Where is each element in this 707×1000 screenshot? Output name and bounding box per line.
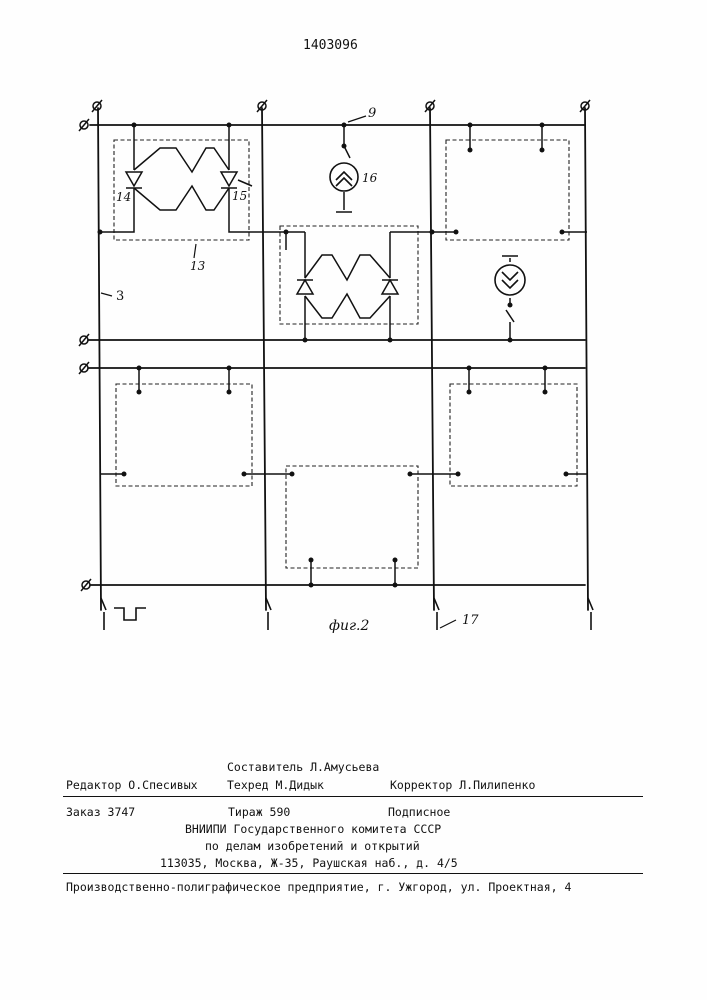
terminal-left-1	[79, 119, 89, 131]
subscription: Подписное	[388, 805, 450, 819]
junction-dots	[98, 123, 569, 588]
label-16: 16	[362, 171, 378, 185]
circuit-diagram: 3 9 13 14 15 16 17	[0, 0, 707, 700]
editor: Редактор О.Спесивых	[66, 778, 198, 792]
terminal-top-1	[92, 100, 102, 112]
printer-line: Производственно-полиграфическое предприя…	[66, 880, 571, 894]
pulse-signal-icon	[114, 608, 146, 620]
led-center-right-icon	[382, 280, 398, 294]
divider-bottom	[63, 873, 643, 874]
led-15-icon	[221, 172, 252, 188]
vertical-bus-3	[430, 108, 434, 610]
divider-top	[63, 796, 643, 797]
vertical-bus-2	[262, 108, 266, 610]
label-9: 9	[368, 106, 376, 121]
led-14-icon	[126, 172, 142, 188]
vertical-bus-1	[98, 108, 101, 610]
org-line-2: по делам изобретений и открытий	[205, 839, 420, 853]
lamp-right-icon	[495, 265, 525, 295]
composer: Составитель Л.Амусьева	[227, 760, 379, 774]
terminal-left-2	[79, 334, 89, 346]
led-center-left-icon	[297, 280, 313, 294]
label-17: 17	[462, 613, 479, 628]
cell-box-mid-right	[450, 384, 577, 486]
figure-caption: фиг.2	[329, 618, 369, 634]
order-number: Заказ 3747	[66, 805, 135, 819]
terminal-left-3	[79, 362, 89, 374]
cell-box-mid-left	[116, 384, 252, 486]
techred: Техред М.Дидык	[227, 778, 324, 792]
label-14: 14	[116, 190, 131, 204]
circulation: Тираж 590	[228, 805, 290, 819]
label-3: 3	[116, 289, 124, 304]
terminal-top-2	[257, 100, 267, 112]
corrector: Корректор Л.Пилипенко	[390, 778, 535, 792]
terminal-left-4	[81, 579, 91, 591]
org-address: 113035, Москва, Ж-35, Раушская наб., д. …	[160, 856, 458, 870]
label-15: 15	[232, 189, 247, 203]
terminal-top-4	[580, 100, 590, 112]
cell-box-center-bottom	[286, 466, 418, 568]
lamp-16-icon	[330, 163, 358, 191]
vertical-bus-4	[585, 108, 588, 610]
org-line-1: ВНИИПИ Государственного комитета СССР	[185, 822, 441, 836]
label-13: 13	[190, 259, 206, 273]
cell-box-top-right	[446, 140, 569, 240]
terminal-top-3	[425, 100, 435, 112]
led-pair-center-cell	[297, 255, 398, 318]
